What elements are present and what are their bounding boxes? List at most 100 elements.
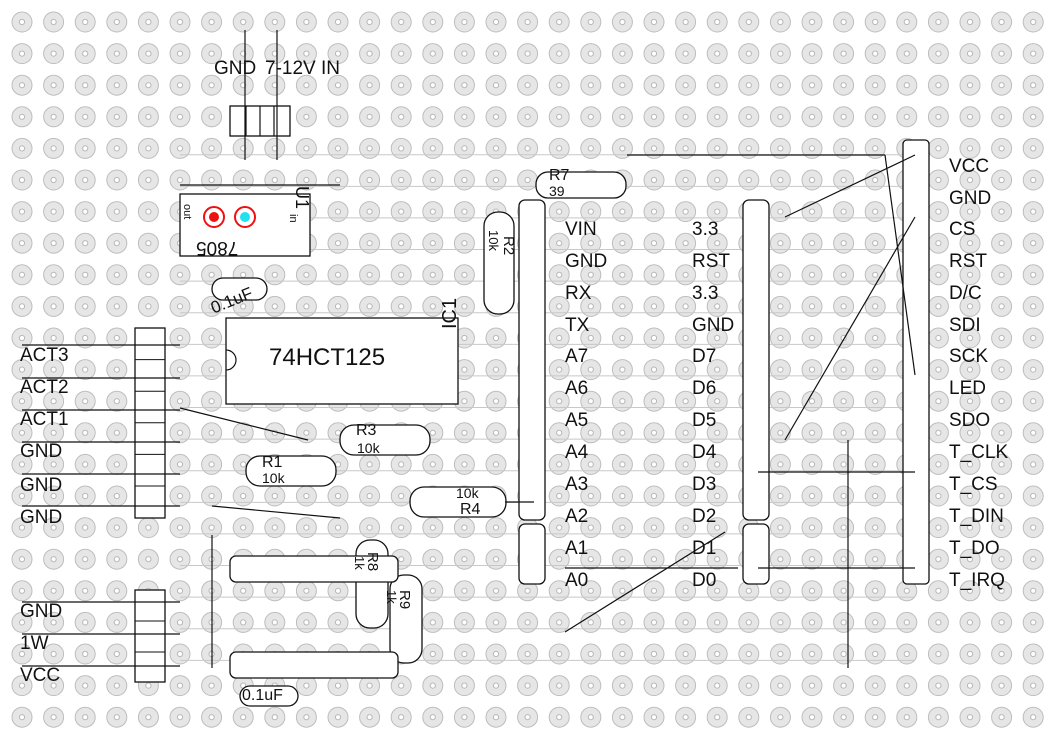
power-vin-label: 7-12V IN (265, 58, 340, 79)
pad (201, 422, 223, 444)
left-label: ACT1 (20, 409, 69, 430)
pad (833, 517, 855, 539)
pad (927, 675, 949, 697)
pad (706, 359, 728, 381)
r3-body (339, 424, 431, 456)
pad (1022, 137, 1044, 159)
r7-value-label: 39 (549, 183, 565, 199)
pad (801, 11, 823, 33)
pad (327, 74, 349, 96)
pad (169, 137, 191, 159)
pad (864, 201, 886, 223)
pad (991, 74, 1013, 96)
pad (106, 295, 128, 317)
pad (74, 264, 96, 286)
pad (1022, 580, 1044, 602)
pad (11, 359, 33, 381)
pad (106, 264, 128, 286)
pad (169, 611, 191, 633)
pad (864, 453, 886, 475)
r1-body (245, 455, 337, 487)
pad (675, 611, 697, 633)
pad (611, 295, 633, 317)
display-pin-label: T_CLK (949, 442, 1009, 463)
pad (896, 580, 918, 602)
pad (327, 43, 349, 65)
pad (232, 422, 254, 444)
pad (833, 706, 855, 728)
pad (74, 390, 96, 412)
pad (264, 706, 286, 728)
pad (769, 390, 791, 412)
u1-pin-marker-cyan-ring (234, 206, 256, 228)
r8-value-label: 1k (352, 556, 367, 570)
wire-d1 (564, 531, 726, 633)
pad (137, 74, 159, 96)
pad (991, 359, 1013, 381)
pad (106, 390, 128, 412)
pad (769, 359, 791, 381)
left-bottom-label: VCC (20, 665, 61, 686)
pad (738, 137, 760, 159)
r4-ref-label: R4 (460, 501, 481, 518)
pad (706, 611, 728, 633)
pad (390, 201, 412, 223)
pad (611, 390, 633, 412)
pad (738, 706, 760, 728)
left-header-lower (134, 589, 166, 683)
pad (833, 264, 855, 286)
pad (959, 43, 981, 65)
pad (864, 232, 886, 254)
arduino-pin-label: TX (565, 315, 590, 336)
pad (1022, 169, 1044, 191)
pad (769, 201, 791, 223)
pad (927, 643, 949, 665)
pad (769, 643, 791, 665)
pad (327, 580, 349, 602)
pad (327, 264, 349, 286)
display-pin-label: GND (949, 188, 992, 209)
pad (201, 485, 223, 507)
pad (453, 422, 475, 444)
pad (422, 453, 444, 475)
pad (264, 74, 286, 96)
pad (453, 548, 475, 570)
pad (232, 137, 254, 159)
pad (959, 359, 981, 381)
pad (106, 706, 128, 728)
display-pin-label: T_IRQ (949, 570, 1005, 591)
pad (706, 201, 728, 223)
pad (74, 580, 96, 602)
pad (548, 295, 570, 317)
pad (864, 74, 886, 96)
pad (453, 232, 475, 254)
pad (675, 422, 697, 444)
pad (517, 74, 539, 96)
pad (991, 390, 1013, 412)
pad (706, 643, 728, 665)
pad (1022, 390, 1044, 412)
pad (422, 264, 444, 286)
pad (864, 643, 886, 665)
pad (959, 201, 981, 223)
pad (137, 264, 159, 286)
pad (453, 580, 475, 602)
r1-value-label: 10k (262, 470, 285, 486)
pad (453, 643, 475, 665)
pad (675, 327, 697, 349)
left-label: GND (20, 507, 63, 528)
pad (106, 11, 128, 33)
pad (517, 643, 539, 665)
pad (864, 137, 886, 159)
pad (390, 232, 412, 254)
pad (485, 453, 507, 475)
pad (390, 137, 412, 159)
pad (295, 675, 317, 697)
pad (485, 390, 507, 412)
pad (801, 453, 823, 475)
pad (169, 453, 191, 475)
pad (359, 169, 381, 191)
pad (264, 137, 286, 159)
pad (643, 137, 665, 159)
u1-pin-marker-red (203, 206, 225, 228)
